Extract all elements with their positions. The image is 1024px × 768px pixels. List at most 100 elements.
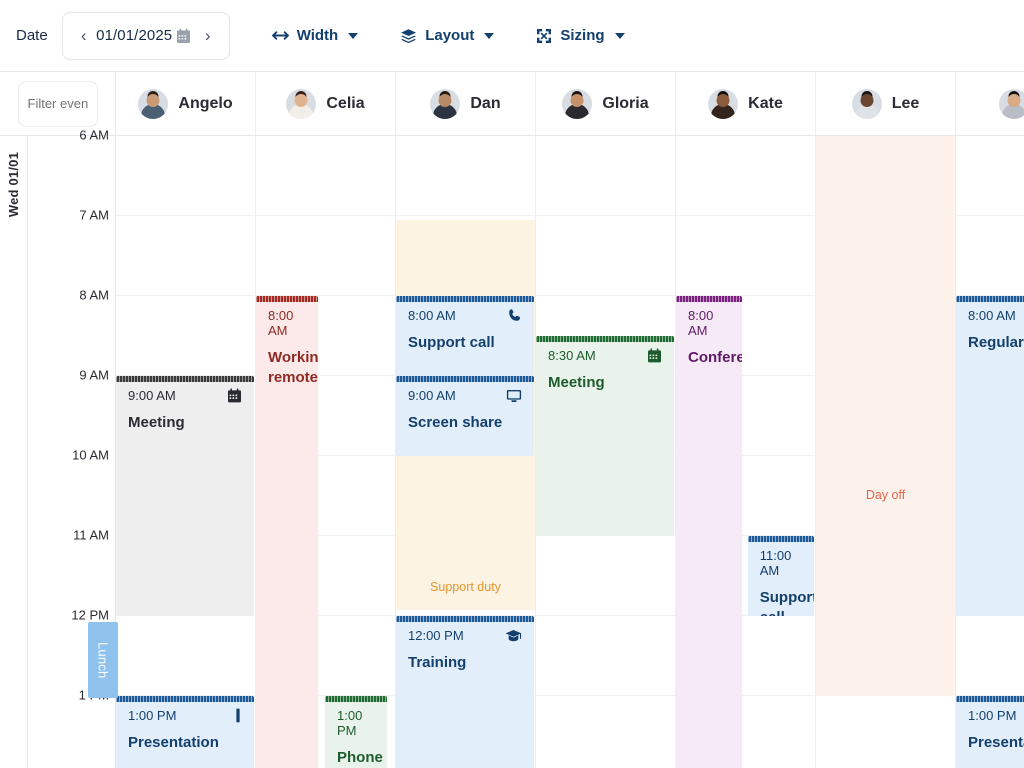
- resource-name: Angelo: [178, 94, 233, 112]
- event-block[interactable]: 1:00 PM Presentation: [956, 696, 1024, 768]
- event-drag-handle[interactable]: [256, 296, 319, 302]
- event-title: Screen share: [408, 414, 503, 431]
- lunch-break-block[interactable]: Lunch: [88, 622, 118, 698]
- event-drag-handle[interactable]: [956, 696, 1024, 702]
- resource-header-lee[interactable]: Lee: [816, 72, 956, 135]
- date-label: Date: [16, 27, 48, 44]
- resource-column-celia[interactable]: [256, 136, 396, 768]
- event-title: Support call: [408, 334, 495, 351]
- event-meta-row: 8:30 AM: [548, 348, 662, 363]
- horizontal-resize-icon: [271, 29, 289, 42]
- chevron-down-icon: [614, 32, 625, 39]
- event-meta-row: 8:00 AM: [968, 308, 1024, 323]
- resource-header-angelo[interactable]: Angelo: [116, 72, 256, 135]
- calendar-icon[interactable]: [176, 28, 191, 44]
- event-block[interactable]: 8:00 AM Working remotely: [256, 296, 319, 768]
- event-drag-handle[interactable]: [676, 296, 743, 302]
- layout-label: Layout: [425, 27, 475, 44]
- time-tick: 6 AM: [79, 127, 109, 143]
- event-drag-handle[interactable]: [396, 616, 534, 622]
- grid-line: [116, 615, 1024, 616]
- resource-name: Dan: [470, 94, 501, 112]
- event-time: 12:00 PM: [408, 628, 464, 643]
- sizing-button[interactable]: Sizing: [536, 27, 625, 44]
- time-tick: 8 AM: [79, 287, 109, 303]
- filter-cell: [0, 72, 116, 135]
- event-block[interactable]: 9:00 AM Screen share: [396, 376, 534, 456]
- resource-header-dan[interactable]: Dan: [396, 72, 536, 135]
- time-tick: 12 PM: [71, 607, 109, 623]
- event-meta-row: 9:00 AM: [408, 388, 522, 403]
- avatar: [562, 88, 593, 119]
- resource-column-lee[interactable]: [816, 136, 956, 768]
- resource-header-gloria[interactable]: Gloria: [536, 72, 676, 135]
- event-meta-row: 11:00 AM: [760, 548, 802, 578]
- date-value[interactable]: 01/01/2025: [96, 27, 173, 44]
- resource-header-m[interactable]: M: [956, 72, 1024, 135]
- width-button[interactable]: Width: [271, 27, 359, 44]
- avatar: [851, 88, 882, 119]
- expand-arrows-icon: [536, 28, 552, 44]
- phone-icon: [507, 308, 522, 323]
- event-meta-row: 8:00 AM: [408, 308, 522, 323]
- resource-name: Kate: [748, 94, 783, 112]
- resource-column-dan[interactable]: [396, 136, 536, 768]
- resource-column-gloria[interactable]: [536, 136, 676, 768]
- resource-name: Lee: [891, 94, 920, 112]
- event-title: Working remotely: [268, 349, 319, 386]
- bar-icon: [234, 708, 242, 723]
- layout-button[interactable]: Layout: [400, 27, 495, 44]
- prev-date-icon[interactable]: ‹: [80, 25, 87, 45]
- event-block[interactable]: 8:00 AM Conference: [676, 296, 743, 768]
- filter-input[interactable]: [17, 80, 98, 127]
- next-date-icon[interactable]: ›: [204, 25, 211, 45]
- event-time: 8:00 AM: [968, 308, 1016, 323]
- resource-column-angelo[interactable]: [116, 136, 256, 768]
- background-block-day-off[interactable]: Day off: [816, 136, 955, 696]
- event-time: 8:30 AM: [548, 348, 596, 363]
- resource-column-kate[interactable]: [676, 136, 816, 768]
- event-drag-handle[interactable]: [116, 696, 254, 702]
- resource-header-kate[interactable]: Kate: [676, 72, 816, 135]
- time-tick: 11 AM: [73, 527, 109, 543]
- event-drag-handle[interactable]: [116, 376, 254, 382]
- event-drag-handle[interactable]: [396, 296, 534, 302]
- event-time: 1:00 PM: [337, 708, 363, 738]
- event-meta-row: 9:00 AM: [128, 388, 242, 403]
- lunch-label: Lunch: [95, 641, 111, 679]
- event-time: 9:00 AM: [408, 388, 456, 403]
- event-drag-handle[interactable]: [325, 696, 388, 702]
- avatar: [138, 88, 169, 119]
- event-block[interactable]: 8:30 AM Meeting: [536, 336, 674, 536]
- event-meta-row: 12:00 PM: [408, 628, 522, 643]
- event-title: Presentation: [968, 734, 1024, 751]
- avatar: [286, 88, 317, 119]
- event-meta-row: 1:00 PM: [968, 708, 1024, 723]
- event-drag-handle[interactable]: [956, 296, 1024, 302]
- event-time: 1:00 PM: [968, 708, 1017, 723]
- event-drag-handle[interactable]: [747, 536, 814, 542]
- event-drag-handle[interactable]: [396, 376, 534, 382]
- event-drag-handle[interactable]: [536, 336, 674, 342]
- avatar: [708, 88, 739, 119]
- event-meta-row: 8:00 AM: [268, 308, 306, 338]
- date-picker[interactable]: ‹ 01/01/2025 ›: [61, 11, 230, 60]
- graduation-icon: [505, 629, 522, 643]
- event-title: Conference: [688, 349, 743, 366]
- resource-header-celia[interactable]: Celia: [256, 72, 396, 135]
- event-meta-row: 1:00 PM: [337, 708, 375, 738]
- event-block[interactable]: 8:00 AM Support call: [396, 296, 534, 376]
- chevron-down-icon: [484, 32, 495, 39]
- resource-header-row: Angelo Celia Dan Gloria Kate Lee M: [0, 72, 1024, 136]
- grid-line: [116, 295, 1024, 296]
- time-tick: 9 AM: [79, 367, 109, 383]
- event-time: 8:00 AM: [688, 308, 714, 338]
- event-title: Meeting: [548, 374, 605, 391]
